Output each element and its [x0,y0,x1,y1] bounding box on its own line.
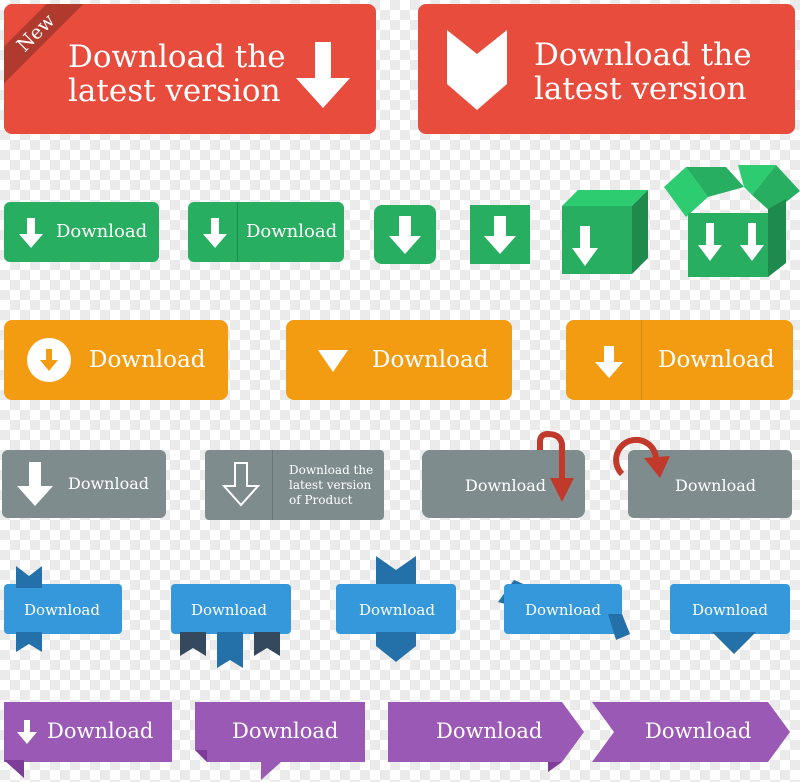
divider [272,450,273,520]
green-download-split-label: Download [246,221,338,242]
blue-download-label-3: Download [359,601,435,619]
divider [237,202,238,262]
gray-download-curved-label: Download [465,476,546,495]
divider [641,320,642,400]
ribbon-tab-bottom [376,632,416,662]
arrow-down-icon [595,346,623,378]
arrow-down-icon [484,216,516,254]
orange-download-label-1: Download [89,347,206,373]
latest-product-line3: of Product [289,493,353,507]
purple-download-label-1: Download [47,719,154,743]
tabs-below [180,632,280,668]
orange-download-button-triangle[interactable]: Download [286,320,512,400]
purple-download-speech-button[interactable] [195,702,365,782]
pointer-tail [712,632,756,654]
download-latest-line2: latest version [68,73,281,109]
new-ribbon-label: New [12,9,60,57]
download-latest-line1: Download the [68,39,286,75]
purple-download-button[interactable]: Download [4,702,172,762]
latest-product-line1: Download the [289,463,374,477]
triangle-down-icon [318,350,348,372]
arrow-down-icon [389,216,421,254]
green-download-icon-button-square[interactable] [470,205,530,264]
green-download-label: Download [56,221,148,242]
circular-arrow-icon [613,436,670,478]
purple-download-label-3: Download [436,719,543,743]
bookmark-tab-bottom [16,632,42,652]
download-latest-version-button-new[interactable]: New Download the latest version [4,4,376,134]
curved-arrow-down-icon [537,430,574,502]
arrow-down-icon [17,720,37,744]
arrow-down-icon [19,218,43,248]
blue-download-pointer-button[interactable]: Download [670,584,790,634]
purple-download-label-2: Download [232,719,339,743]
gray-download-button[interactable]: Download [2,450,166,518]
green-download-split-button[interactable]: Download [188,202,344,262]
blue-download-label-5: Download [692,601,768,619]
download-latest-version-button[interactable]: Download the latest version [418,4,795,134]
blue-download-label-4: Download [525,601,601,619]
orange-download-button-circle[interactable]: Download [4,320,228,400]
blue-download-label-1: Download [24,601,100,619]
blue-download-ribbon-button[interactable]: Download [336,584,456,634]
latest-product-line2: latest version [289,478,372,492]
orange-download-split-button[interactable]: Download [566,320,793,400]
orange-download-label-3: Download [658,347,775,373]
purple-download-arrow-button[interactable] [388,702,584,772]
orange-download-label-2: Download [372,347,489,373]
ribbon-tab-top [376,556,416,588]
arrow-down-icon [203,218,227,248]
download-latest-line2-right: latest version [534,71,747,107]
green-download-button[interactable]: Download [4,202,159,262]
arrow-down-icon [17,462,53,506]
bookmark-tab-top [16,566,42,588]
blue-download-label-2: Download [191,601,267,619]
arrow-down-icon [296,42,350,108]
circle-arrow-down-icon [27,338,71,382]
blue-download-folded-button[interactable]: Download [504,584,622,634]
green-download-icon-button-rounded[interactable] [374,205,436,264]
purple-download-chevron-button[interactable] [592,702,790,762]
gray-download-latest-product-button[interactable]: Download the latest version of Product [205,450,384,520]
open-box-icon[interactable] [664,165,800,277]
corner-fold [4,760,24,778]
box-icon[interactable] [562,190,648,274]
folded-corner-br [608,614,630,640]
purple-download-label-4: Download [645,719,752,743]
gray-download-label: Download [68,474,149,493]
outline-arrow-down-icon [221,462,261,507]
gray-download-circular-label: Download [675,476,756,495]
chevron-down-icon [447,30,507,110]
download-latest-line1-right: Download the [534,37,752,73]
blue-download-bookmark-button[interactable]: Download [4,584,122,634]
blue-download-tabs-button[interactable]: Download [171,584,291,634]
